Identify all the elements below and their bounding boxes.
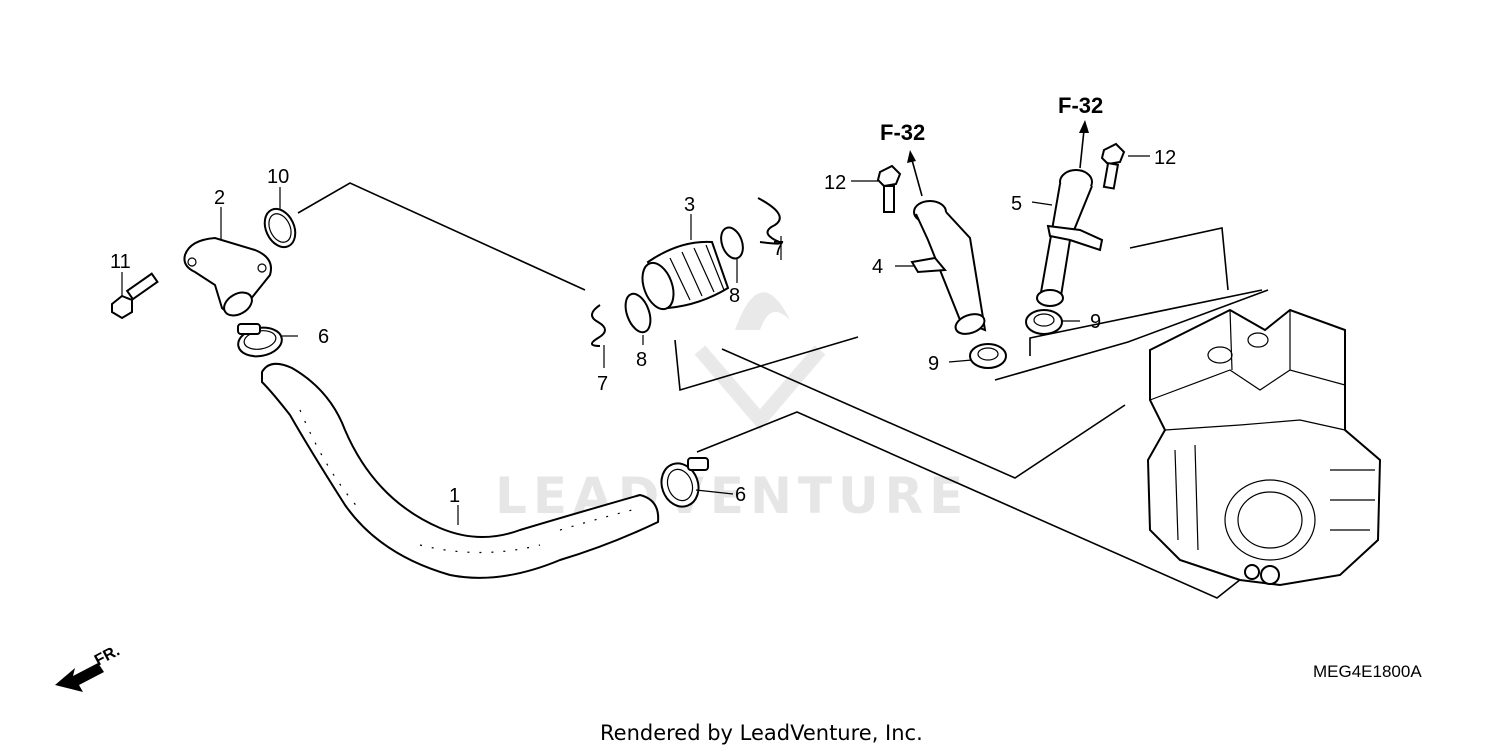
callout-6-lower: 6 (735, 484, 746, 506)
part-7-clip-right (757, 197, 781, 245)
callout-5: 5 (1011, 193, 1022, 215)
callout-12-left: 12 (824, 172, 846, 194)
callout-7-left: 7 (597, 373, 608, 395)
diagram-code: MEG4E1800A (1313, 662, 1422, 681)
callout-9-right: 9 (1090, 311, 1101, 333)
callout-12-right: 12 (1154, 147, 1176, 169)
part-2-elbow (183, 236, 272, 317)
callout-1: 1 (449, 485, 460, 507)
part-12-bolt-left (876, 164, 902, 213)
part-4-pipe (910, 200, 987, 335)
callout-6-upper: 6 (318, 326, 329, 348)
callout-ticks (121, 155, 1150, 525)
part-11-bolt (111, 272, 159, 320)
callout-8-right: 8 (729, 285, 740, 307)
part-8-ring-left (624, 292, 652, 334)
footer-credit: Rendered by LeadVenture, Inc. (600, 721, 923, 745)
front-arrow-icon: FR. (55, 642, 123, 692)
part-1-hose (261, 362, 660, 579)
part-6-clamp-lower (660, 457, 709, 508)
part-12-bolt-right (1100, 142, 1126, 190)
part-6-clamp-upper (237, 323, 283, 358)
part-3-joint (641, 240, 730, 311)
ref-arrows (907, 120, 1089, 197)
reference-label-left: F-32 (880, 120, 925, 145)
callouts: 1 2 3 4 5 6 6 7 7 8 8 9 9 10 11 12 12 (110, 147, 1176, 507)
callout-2: 2 (214, 187, 225, 209)
leader-lines (297, 182, 1269, 599)
callout-10: 10 (267, 166, 289, 188)
part-8-ring-right (720, 226, 744, 260)
engine-outline (1146, 308, 1382, 587)
callout-9-left: 9 (928, 353, 939, 375)
part-9-seal-right (1025, 309, 1063, 335)
callout-4: 4 (872, 256, 883, 278)
part-10-oring (263, 207, 297, 249)
callout-7-right: 7 (773, 238, 784, 260)
watermark: LEADVENTURE (495, 292, 963, 525)
part-7-clip-left (591, 304, 606, 347)
callout-3: 3 (684, 194, 695, 216)
reference-label-right: F-32 (1058, 93, 1103, 118)
callout-11: 11 (110, 251, 131, 273)
callout-8-left: 8 (636, 349, 647, 371)
part-9-seal-left (969, 343, 1007, 369)
part-5-pipe (1036, 169, 1104, 307)
